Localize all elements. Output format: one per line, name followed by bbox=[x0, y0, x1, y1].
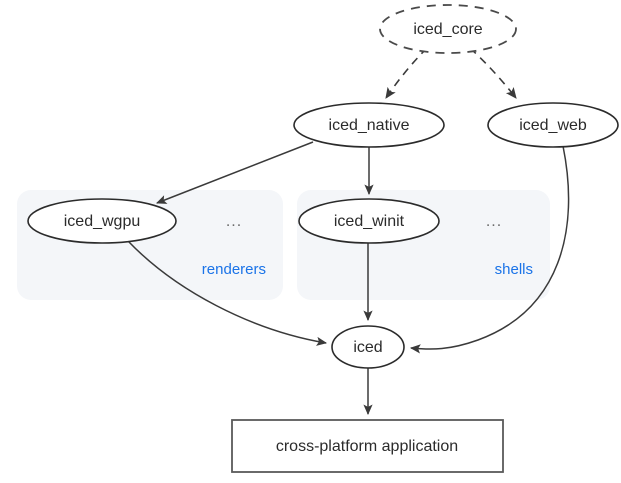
node-application[interactable]: cross-platform application bbox=[231, 419, 504, 473]
cluster-shells-label: shells bbox=[495, 261, 533, 278]
edge-iced-core-to-iced-native bbox=[385, 47, 428, 99]
cluster-renderers-ellipsis: ... bbox=[226, 213, 242, 230]
node-iced-wgpu-shape[interactable] bbox=[27, 198, 177, 244]
node-iced-wgpu[interactable]: iced_wgpu bbox=[27, 198, 177, 244]
node-iced-winit-shape[interactable] bbox=[298, 198, 440, 244]
node-iced[interactable]: iced bbox=[331, 325, 405, 369]
node-iced-native-shape[interactable] bbox=[293, 102, 445, 148]
node-iced-winit[interactable]: iced_winit bbox=[298, 198, 440, 244]
cluster-shells-ellipsis: ... bbox=[486, 213, 502, 230]
node-application-label: cross-platform application bbox=[276, 438, 458, 455]
node-iced-native[interactable]: iced_native bbox=[293, 102, 445, 148]
cluster-renderers-label: renderers bbox=[202, 261, 266, 278]
edge-iced-wgpu-to-iced bbox=[127, 240, 328, 346]
node-iced-web-shape[interactable] bbox=[487, 102, 619, 148]
edge-iced-web-to-iced bbox=[409, 145, 570, 354]
node-iced-shape[interactable] bbox=[331, 325, 405, 369]
edge-iced-core-to-iced-web bbox=[469, 47, 517, 99]
node-application-shape[interactable] bbox=[231, 419, 504, 473]
edge-iced-native-to-iced-wgpu bbox=[156, 141, 314, 204]
node-iced-core[interactable]: iced_core bbox=[379, 4, 517, 54]
node-iced-web[interactable]: iced_web bbox=[487, 102, 619, 148]
node-iced-core-shape[interactable] bbox=[379, 4, 517, 54]
